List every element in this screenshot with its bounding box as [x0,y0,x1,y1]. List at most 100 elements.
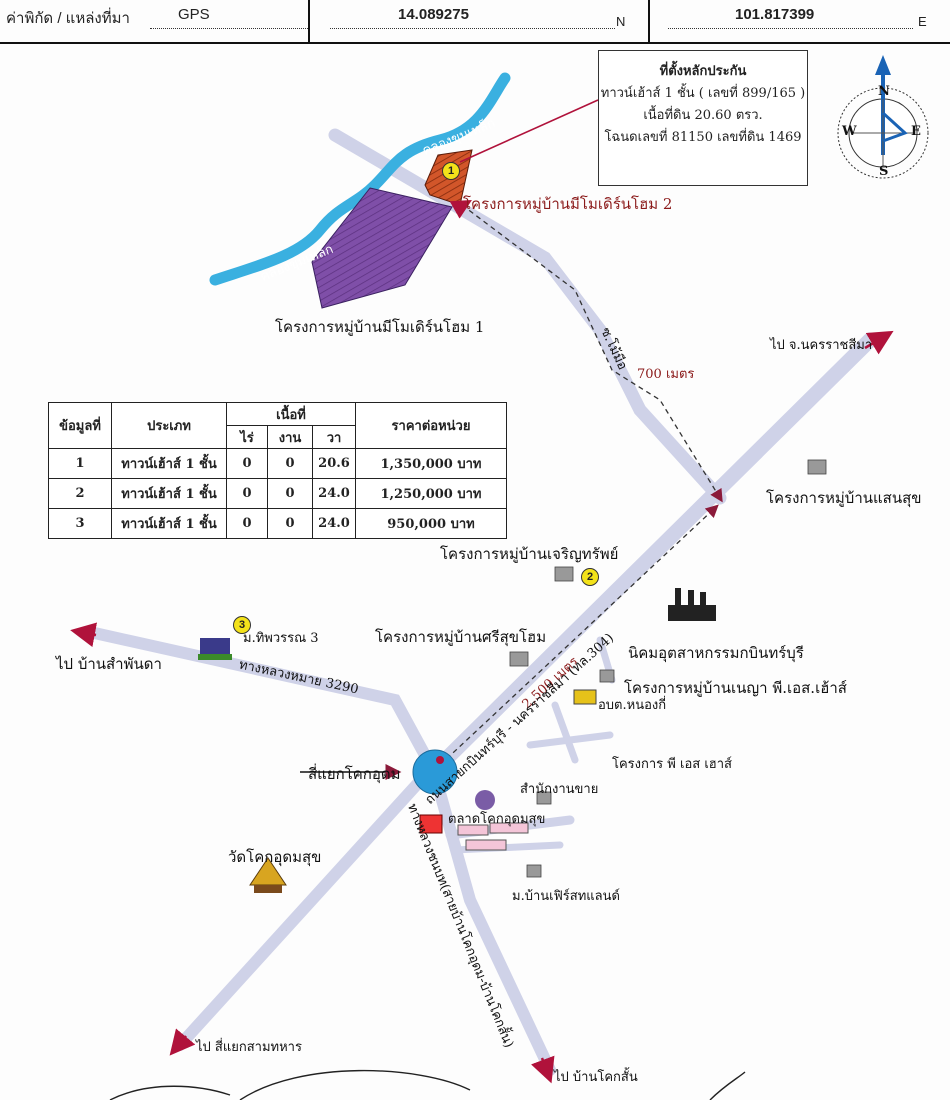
th-type: ประเภท [111,402,227,449]
lon-suffix: E [918,14,927,29]
collateral-info-box: ที่ตั้งหลักประกัน ทาวน์เฮ้าส์ 1 ชั้น ( เ… [598,50,808,186]
cell-wa: 20.6 [312,448,356,479]
canal [209,72,511,286]
factory-icon [668,588,716,621]
label-market: ตลาดโคกอุดมสุข [448,812,546,827]
market-cluster [475,790,495,810]
marker-1: 1 [442,162,460,180]
roundabout-marker [436,756,444,764]
label-ps-house: โครงการ พี เอส เฮาส์ [612,757,732,772]
label-intersection: สี่แยกโคกอุดม [308,765,401,783]
compass-e: E [911,124,921,139]
label-obt: อบต.หนองกี่ [598,698,667,713]
marker-3: 3 [233,616,251,634]
roundabout [412,749,458,795]
collateral-title: ที่ตั้งหลักประกัน [659,64,747,79]
label-nenya: โครงการหมู่บ้านเนญา พี.เอส.เฮ้าส์ [624,679,847,697]
th-price: ราคาต่อหน่วย [355,402,507,449]
cell-ngan: 0 [267,508,313,539]
arrow-samphanta [70,622,98,648]
road-to-khoksan [429,769,556,1076]
cell-wa: 24.0 [312,508,356,539]
obt-icon [573,689,597,705]
lon-dots [668,28,913,29]
coordinate-header: ค่าพิกัด / แหล่งที่มา GPS 14.089275 N 10… [0,0,950,44]
cell-wa: 24.0 [312,478,356,509]
cell-type: ทาวน์เฮ้าส์ 1 ชั้น [111,508,227,539]
label-to-korat: ไป จ.นครราชสีมา [770,338,873,353]
label-to-samphanta: ไป บ้านสำพันดา [56,655,162,673]
signature-scribble [109,1069,746,1100]
house-icons [509,459,827,878]
road-ps [551,701,579,764]
coord-source: GPS [178,6,210,23]
label-to-samthahan: ไป สี่แยกสามทหาร [196,1040,302,1055]
route-dashed-700 [461,204,723,503]
compass [837,55,929,179]
label-dist-700: 700 เมตร [637,367,695,382]
header-divider-2 [648,0,650,42]
plot-modern-home-1 [311,187,453,309]
th-area: เนื้อที่ [226,402,356,426]
market-block-pink-2 [489,822,529,834]
market-block-pink-3 [465,839,507,851]
label-temple: วัดโคกอุดมสุข [228,848,322,866]
marker-2: 2 [581,568,599,586]
cell-type: ทาวน์เฮ้าส์ 1 ชั้น [111,478,227,509]
collateral-line1: ทาวน์เฮ้าส์ 1 ชั้น ( เลขที่ 899/165 ) [600,86,806,101]
label-to-khoksan: ไป บ้านโคกสั้น [554,1070,638,1085]
lat-dots [330,28,615,29]
collateral-line2: เนื้อที่ดิน 20.60 ตรว. [643,108,763,123]
th-ngan: งาน [267,425,313,449]
latitude-value: 14.089275 [398,6,469,23]
compass-n: N [878,84,890,99]
coord-dots [150,28,310,29]
cell-ngan: 0 [267,448,313,479]
collateral-line3: โฉนดเลขที่ 81150 เลขที่ดิน 1469 [604,130,802,145]
label-thipwan: ม.ทิพวรรณ 3 [243,631,319,646]
collateral-pointer [459,99,599,163]
label-project-2: โครงการหมู่บ้านมีโมเดิร์นโฮม 2 [463,195,673,213]
cell-rai: 0 [226,448,268,479]
arrow-samthahan [169,1028,196,1056]
arrow-khoksan [531,1055,555,1084]
road-to-samthahan [174,764,436,1051]
label-project-1: โครงการหมู่บ้านมีโมเดิร์นโฮม 1 [275,318,485,336]
label-first-land: ม.บ้านเฟิร์สทแลนด์ [512,889,620,904]
table-row: 2 ทาวน์เฮ้าส์ 1 ชั้น 0 0 24.0 1,250,000 … [48,478,507,509]
label-srisuk: โครงการหมู่บ้านศรีสุขโฮม [375,628,547,646]
label-sales-office: สำนักงานขาย [520,782,599,797]
label-saensuk: โครงการหมู่บ้านแสนสุข [766,489,922,507]
label-industrial: นิคมอุตสาหกรรมกบินทร์บุรี [628,644,804,662]
th-no: ข้อมูลที่ [48,402,112,449]
temple-icon [249,857,287,893]
table-row: 1 ทาวน์เฮ้าส์ 1 ชั้น 0 0 20.6 1,350,000 … [48,448,507,479]
header-divider [308,0,310,42]
road-3290 [84,626,438,774]
market-logo [419,814,443,834]
road-ps2 [526,731,614,749]
coord-label: ค่าพิกัด / แหล่งที่มา [6,10,130,27]
label-charoensap: โครงการหมู่บ้านเจริญทรัพย์ [440,545,619,563]
project2-arrow [449,200,472,219]
cell-type: ทาวน์เฮ้าส์ 1 ชั้น [111,448,227,479]
road-main-304 [427,332,878,778]
thipwan-house-icon [198,638,232,660]
market-block-pink-1 [457,824,489,836]
cell-price: 950,000 บาท [355,508,507,539]
lat-suffix: N [616,14,626,29]
cell-no: 2 [48,478,112,509]
cell-no: 1 [48,448,112,479]
cell-ngan: 0 [267,478,313,509]
arrow-korat [864,330,894,355]
cell-price: 1,250,000 บาท [355,478,507,509]
cell-price: 1,350,000 บาท [355,448,507,479]
th-rai: ไร่ [226,425,268,449]
roads [84,128,878,1076]
comparison-table: ข้อมูลที่ ประเภท เนื้อที่ ราคาต่อหน่วย ไ… [48,402,507,539]
cell-no: 3 [48,508,112,539]
table-row: 3 ทาวน์เฮ้าส์ 1 ชั้น 0 0 24.0 950,000 บา… [48,508,507,539]
compass-w: W [842,124,857,139]
longitude-value: 101.817399 [735,6,815,23]
th-wa: วา [312,425,356,449]
